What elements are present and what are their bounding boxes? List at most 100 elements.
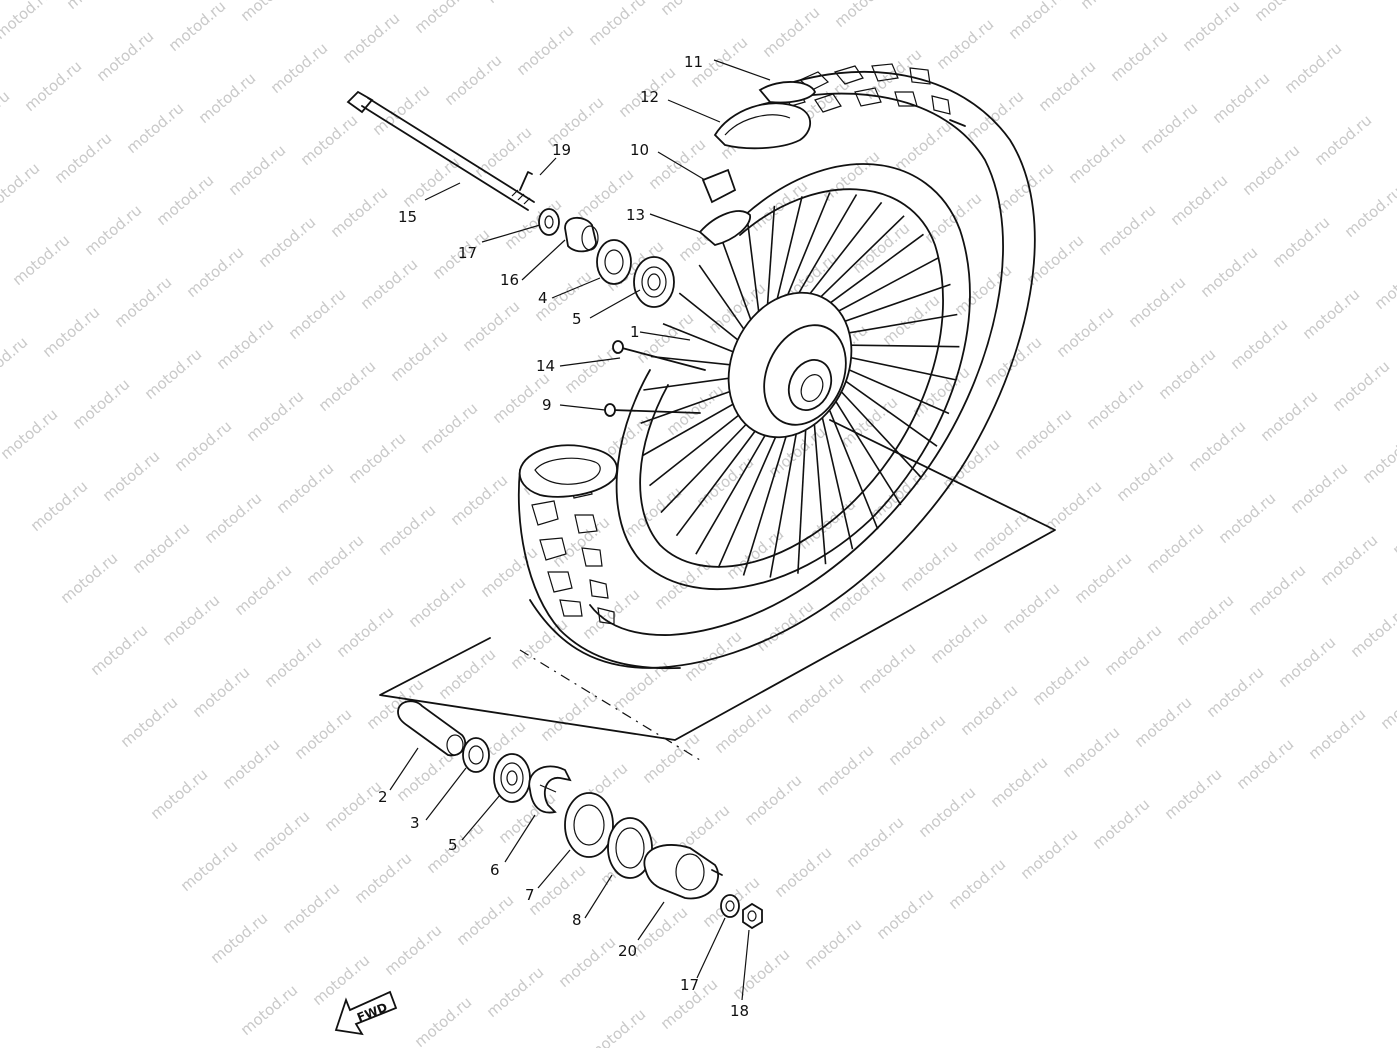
watermark-text: motod.ru bbox=[999, 579, 1063, 637]
watermark-text: motod.ru bbox=[219, 735, 283, 793]
callout-10: 10 bbox=[630, 141, 649, 159]
washer-17-lower bbox=[720, 894, 740, 918]
watermark-text: motod.ru bbox=[9, 231, 73, 289]
oil-seal-4 bbox=[596, 239, 632, 285]
washer-17-upper bbox=[538, 208, 560, 236]
spoke bbox=[662, 323, 746, 358]
watermark-text: motod.ru bbox=[399, 153, 463, 211]
callout-5-upper: 5 bbox=[572, 310, 582, 328]
callout-19: 19 bbox=[552, 141, 571, 159]
spoke bbox=[660, 407, 763, 514]
callout-20: 20 bbox=[618, 942, 637, 960]
watermark-text: motod.ru bbox=[345, 429, 409, 487]
watermark-text: motod.ru bbox=[0, 87, 13, 145]
watermark-text: motod.ru bbox=[1305, 705, 1369, 763]
watermark-text: motod.ru bbox=[411, 0, 475, 37]
watermark-text: motod.ru bbox=[165, 0, 229, 55]
watermark-text: motod.ru bbox=[1215, 489, 1279, 547]
watermark-text: motod.ru bbox=[1245, 561, 1309, 619]
section-plane bbox=[379, 419, 1056, 741]
watermark-text: motod.ru bbox=[147, 765, 211, 823]
watermark-text: motod.ru bbox=[585, 1005, 649, 1048]
watermark-text: motod.ru bbox=[327, 183, 391, 241]
rim-band bbox=[698, 210, 751, 246]
watermark-text: motod.ru bbox=[1269, 213, 1333, 271]
callout-15: 15 bbox=[398, 208, 417, 226]
watermark-text: motod.ru bbox=[855, 639, 919, 697]
watermark-text: motod.ru bbox=[579, 585, 643, 643]
watermark-text: motod.ru bbox=[189, 663, 253, 721]
nut-18 bbox=[742, 902, 763, 930]
watermark-text: motod.ru bbox=[639, 729, 703, 787]
watermark-text: motod.ru bbox=[129, 519, 193, 577]
watermark-text: motod.ru bbox=[939, 435, 1003, 493]
watermark-text: motod.ru bbox=[1137, 99, 1201, 157]
watermark-text: motod.ru bbox=[1317, 531, 1381, 589]
callout-6: 6 bbox=[490, 861, 500, 879]
watermark-text: motod.ru bbox=[453, 891, 517, 949]
spoke bbox=[828, 390, 902, 506]
watermark-text: motod.ru bbox=[825, 567, 889, 625]
watermark-text: motod.ru bbox=[729, 945, 793, 1003]
watermark-text: motod.ru bbox=[459, 297, 523, 355]
leader-lines bbox=[389, 59, 771, 1001]
watermark-text: motod.ru bbox=[1125, 273, 1189, 331]
tire-cutaway bbox=[518, 444, 618, 498]
cotter-pin bbox=[519, 171, 533, 191]
watermark-text: motod.ru bbox=[1143, 519, 1207, 577]
watermark-text: motod.ru bbox=[261, 633, 325, 691]
watermark-text: motod.ru bbox=[549, 513, 613, 571]
watermark-text: motod.ru bbox=[753, 597, 817, 655]
watermark-text: motod.ru bbox=[621, 483, 685, 541]
watermark-text: motod.ru bbox=[0, 0, 55, 43]
watermark-text: motod.ru bbox=[1227, 315, 1291, 373]
bearing-8 bbox=[607, 817, 653, 879]
callout-17-lower: 17 bbox=[680, 976, 699, 994]
watermark-text: motod.ru bbox=[1371, 255, 1397, 313]
watermark-text: motod.ru bbox=[1347, 603, 1397, 661]
spoke bbox=[695, 416, 777, 555]
watermark-text: motod.ru bbox=[957, 681, 1021, 739]
watermark-text: motod.ru bbox=[783, 669, 847, 727]
watermark-text: motod.ru bbox=[441, 51, 505, 109]
watermark-text: motod.ru bbox=[1299, 285, 1363, 343]
watermark-text: motod.ru bbox=[1341, 183, 1397, 241]
spoke bbox=[834, 372, 938, 447]
watermark-text: motod.ru bbox=[381, 921, 445, 979]
watermark-text: motod.ru bbox=[99, 447, 163, 505]
watermark-text: motod.ru bbox=[1113, 447, 1177, 505]
spoke bbox=[769, 418, 800, 578]
watermark-text: motod.ru bbox=[711, 699, 775, 757]
watermark-text: motod.ru bbox=[255, 213, 319, 271]
watermark-text: motod.ru bbox=[1053, 303, 1117, 361]
watermark-text: motod.ru bbox=[927, 609, 991, 667]
watermark-text: motod.ru bbox=[741, 771, 805, 829]
watermark-text: motod.ru bbox=[1233, 735, 1297, 793]
watermark-text: motod.ru bbox=[903, 0, 967, 1]
callout-18: 18 bbox=[730, 1002, 749, 1020]
oil-seal-7 bbox=[564, 792, 614, 858]
spacer-2 bbox=[397, 700, 467, 757]
watermark-text: motod.ru bbox=[963, 87, 1027, 145]
spoke bbox=[834, 362, 950, 415]
watermark-text: motod.ru bbox=[471, 123, 535, 181]
watermark-text: motod.ru bbox=[375, 501, 439, 559]
axle bbox=[346, 90, 535, 211]
rim bbox=[615, 163, 971, 590]
watermark-text: motod.ru bbox=[1329, 357, 1393, 415]
watermark-text: motod.ru bbox=[339, 9, 403, 67]
spoke bbox=[746, 220, 761, 324]
valve bbox=[701, 168, 737, 204]
watermark-text: motod.ru bbox=[309, 951, 373, 1009]
watermark-text: motod.ru bbox=[513, 21, 577, 79]
watermark-text: motod.ru bbox=[351, 849, 415, 907]
watermark-text: motod.ru bbox=[279, 879, 343, 937]
watermark-text: motod.ru bbox=[771, 843, 835, 901]
hub bbox=[727, 291, 853, 439]
watermark-text: motod.ru bbox=[207, 909, 271, 967]
watermark-text: motod.ru bbox=[195, 69, 259, 127]
callout-17-upper: 17 bbox=[458, 244, 477, 262]
watermark-text: motod.ru bbox=[183, 243, 247, 301]
watermark-text: motod.ru bbox=[249, 807, 313, 865]
